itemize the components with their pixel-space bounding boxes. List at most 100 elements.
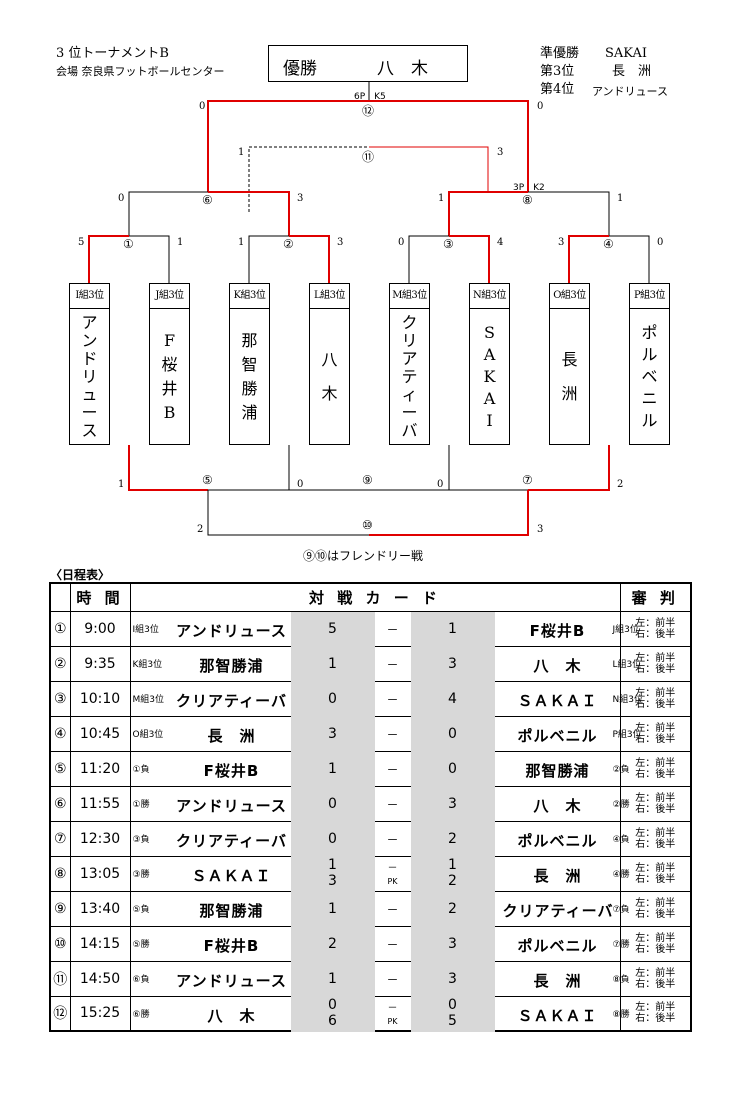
team-group-label: K組3位: [230, 284, 269, 309]
team-name-char: ポ: [641, 323, 658, 342]
header-card: 対 戦 カ ー ド: [129, 582, 621, 612]
score-m11-left: 1: [238, 147, 245, 158]
score-m3-right: 4: [497, 237, 504, 248]
match-number: ⑧: [49, 855, 71, 892]
referee-first-half: 左：前半: [635, 897, 676, 909]
home-score: 1: [290, 891, 375, 927]
away-score-pk: 5: [448, 1012, 457, 1029]
home-seed-label: ③負: [132, 834, 150, 845]
away-score-regular: 1: [448, 856, 457, 873]
away-team-name: ポルベニル: [517, 726, 598, 745]
away-score: 3: [410, 646, 495, 682]
team-name: 八木: [310, 309, 349, 445]
team-name-char: 洲: [561, 384, 578, 403]
home-score-pk: 3: [328, 872, 337, 889]
score-m6-left: 0: [118, 193, 125, 204]
score-dash: －: [387, 862, 398, 874]
home-score-value: 2: [328, 935, 337, 952]
champion-box: 優勝 八 木: [268, 45, 468, 82]
home-score-value: 1: [328, 760, 337, 777]
team-name-char: 浦: [241, 403, 258, 422]
team-name-char: F: [163, 331, 176, 350]
away-score-value: 0: [448, 725, 457, 742]
match-time: 11:20: [69, 750, 131, 787]
referee-first-half: 左：前半: [635, 1002, 676, 1014]
team-name-char: 井: [161, 379, 178, 398]
home-score-value: 3: [328, 725, 337, 742]
away-score: 1: [410, 611, 495, 647]
away-team-name: F桜井B: [529, 621, 586, 640]
home-team-name: 那智勝浦: [199, 901, 264, 920]
referee-second-half: 右：後半: [635, 768, 676, 780]
home-score: 1: [290, 961, 375, 997]
referee-second-half: 右：後半: [635, 873, 676, 885]
score-dash: －: [386, 622, 399, 637]
bracket-lines: [88, 82, 650, 536]
home-score-regular: 1: [328, 856, 337, 873]
home-team-name: アンドリュース: [176, 796, 287, 815]
score-dash: －: [386, 727, 399, 742]
home-team-name: アンドリュース: [176, 621, 287, 640]
team-group-label: O組3位: [550, 284, 589, 309]
score-dash: －: [386, 972, 399, 987]
away-seed-label: ④負: [612, 834, 630, 845]
referee-first-half: 左：前半: [635, 932, 676, 944]
referee-second-half: 右：後半: [635, 663, 676, 675]
home-score: 0: [290, 821, 375, 857]
home-score-value: 0: [328, 690, 337, 707]
match-time: 10:10: [69, 680, 131, 717]
match-time: 13:40: [69, 890, 131, 927]
score-dash: －: [386, 657, 399, 672]
score-m2-left: 1: [238, 237, 245, 248]
referee-cell: 左：前半右：後半: [619, 750, 692, 787]
pk-label: PK: [387, 1016, 398, 1026]
home-score-regular: 0: [328, 996, 337, 1013]
away-score-value: 2: [448, 900, 457, 917]
home-seed-label: ⑥勝: [132, 1009, 150, 1020]
referee-first-half: 左：前半: [635, 652, 676, 664]
team-name-char: ル: [641, 411, 658, 430]
match-time: 14:50: [69, 960, 131, 997]
away-score-regular: 0: [448, 996, 457, 1013]
score-m10-right: 3: [537, 524, 544, 535]
team-name-char: S: [484, 323, 495, 342]
team-name-char: ィ: [401, 385, 418, 404]
home-seed-label: M組3位: [132, 694, 165, 705]
team-name-char: リ: [401, 331, 418, 350]
away-score-value: 3: [448, 935, 457, 952]
team-name-char: ア: [81, 313, 98, 332]
home-team-name: クリアティーバ: [176, 831, 287, 850]
match-time: 14:15: [69, 925, 131, 962]
team-box: I組3位アンドリュース: [69, 283, 110, 445]
team-name-char: A: [483, 345, 496, 364]
score-m1-left: 5: [78, 237, 85, 248]
match-node-10: ⑩: [362, 518, 373, 532]
team-name-char: テ: [401, 367, 418, 386]
score-m3-left: 0: [398, 237, 405, 248]
team-name-char: ー: [401, 403, 418, 422]
score-m2-right: 3: [337, 237, 344, 248]
home-seed-label: ③勝: [132, 869, 150, 880]
away-seed-label: ⑧負: [612, 974, 630, 985]
home-score: 3: [290, 716, 375, 752]
team-name-char: ル: [641, 345, 658, 364]
away-score: 3: [410, 961, 495, 997]
referee-cell: 左：前半右：後半: [619, 820, 692, 857]
home-team-name: クリアティーバ: [176, 691, 287, 710]
schedule-header-row: 時 間 対 戦 カ ー ド 審 判: [49, 582, 692, 612]
away-seed-label: ④勝: [612, 869, 630, 880]
away-team-name: 八 木: [533, 656, 582, 675]
away-score-value: 1: [448, 620, 457, 637]
runner-up-team: SAKAI: [605, 46, 648, 61]
